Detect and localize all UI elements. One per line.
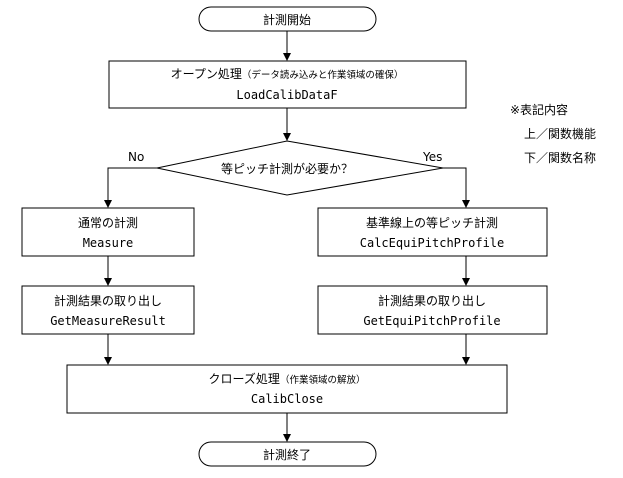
right-result-box (317, 285, 548, 335)
arrow-yes-branch (443, 167, 470, 208)
left-result-func: GetMeasureResult (50, 314, 166, 328)
legend-upper: 上／関数機能 (524, 127, 597, 141)
end-label: 計測終了 (263, 447, 311, 462)
open-process-box (108, 60, 467, 109)
decision-diamond (156, 140, 444, 196)
close-process-box (66, 364, 508, 414)
close-process-name: クローズ処理 (209, 371, 280, 386)
close-process-note: （作業領域の解放） (280, 374, 366, 386)
open-process-name: オープン処理 (171, 67, 242, 81)
legend: ※表記内容 上／関数機能 下／関数名称 (510, 98, 596, 170)
open-process-title: オープン処理（データ読み込みと作業領域の確保） (171, 67, 404, 81)
right-measure-box (317, 207, 548, 257)
legend-title: ※表記内容 (510, 103, 569, 117)
left-result-name: 計測結果の取り出し (54, 293, 162, 308)
arrow-no-branch (104, 167, 157, 208)
decision-yes-label: Yes (422, 150, 442, 164)
left-measure-box (21, 207, 195, 257)
legend-lower: 下／関数名称 (524, 151, 597, 165)
open-process-note: （データ読み込みと作業領域の確保） (242, 69, 404, 81)
right-measure-name: 基準線上の等ピッチ計測 (366, 215, 498, 230)
left-measure-func: Measure (83, 236, 134, 250)
right-result-func: GetEquiPitchProfile (363, 314, 500, 328)
end-terminal (198, 441, 377, 467)
left-measure-name: 通常の計測 (78, 215, 138, 230)
decision-text: 等ピッチ計測が必要か？ (221, 161, 353, 176)
right-measure-func: CalcEquiPitchProfile (360, 236, 505, 250)
open-process-func: LoadCalibDataF (236, 88, 337, 102)
decision-no-label: No (128, 150, 144, 164)
right-result-name: 計測結果の取り出し (378, 293, 486, 308)
close-process-func: CalibClose (251, 392, 323, 406)
close-process-title: クローズ処理（作業領域の解放） (209, 371, 366, 386)
start-label: 計測開始 (263, 12, 311, 27)
